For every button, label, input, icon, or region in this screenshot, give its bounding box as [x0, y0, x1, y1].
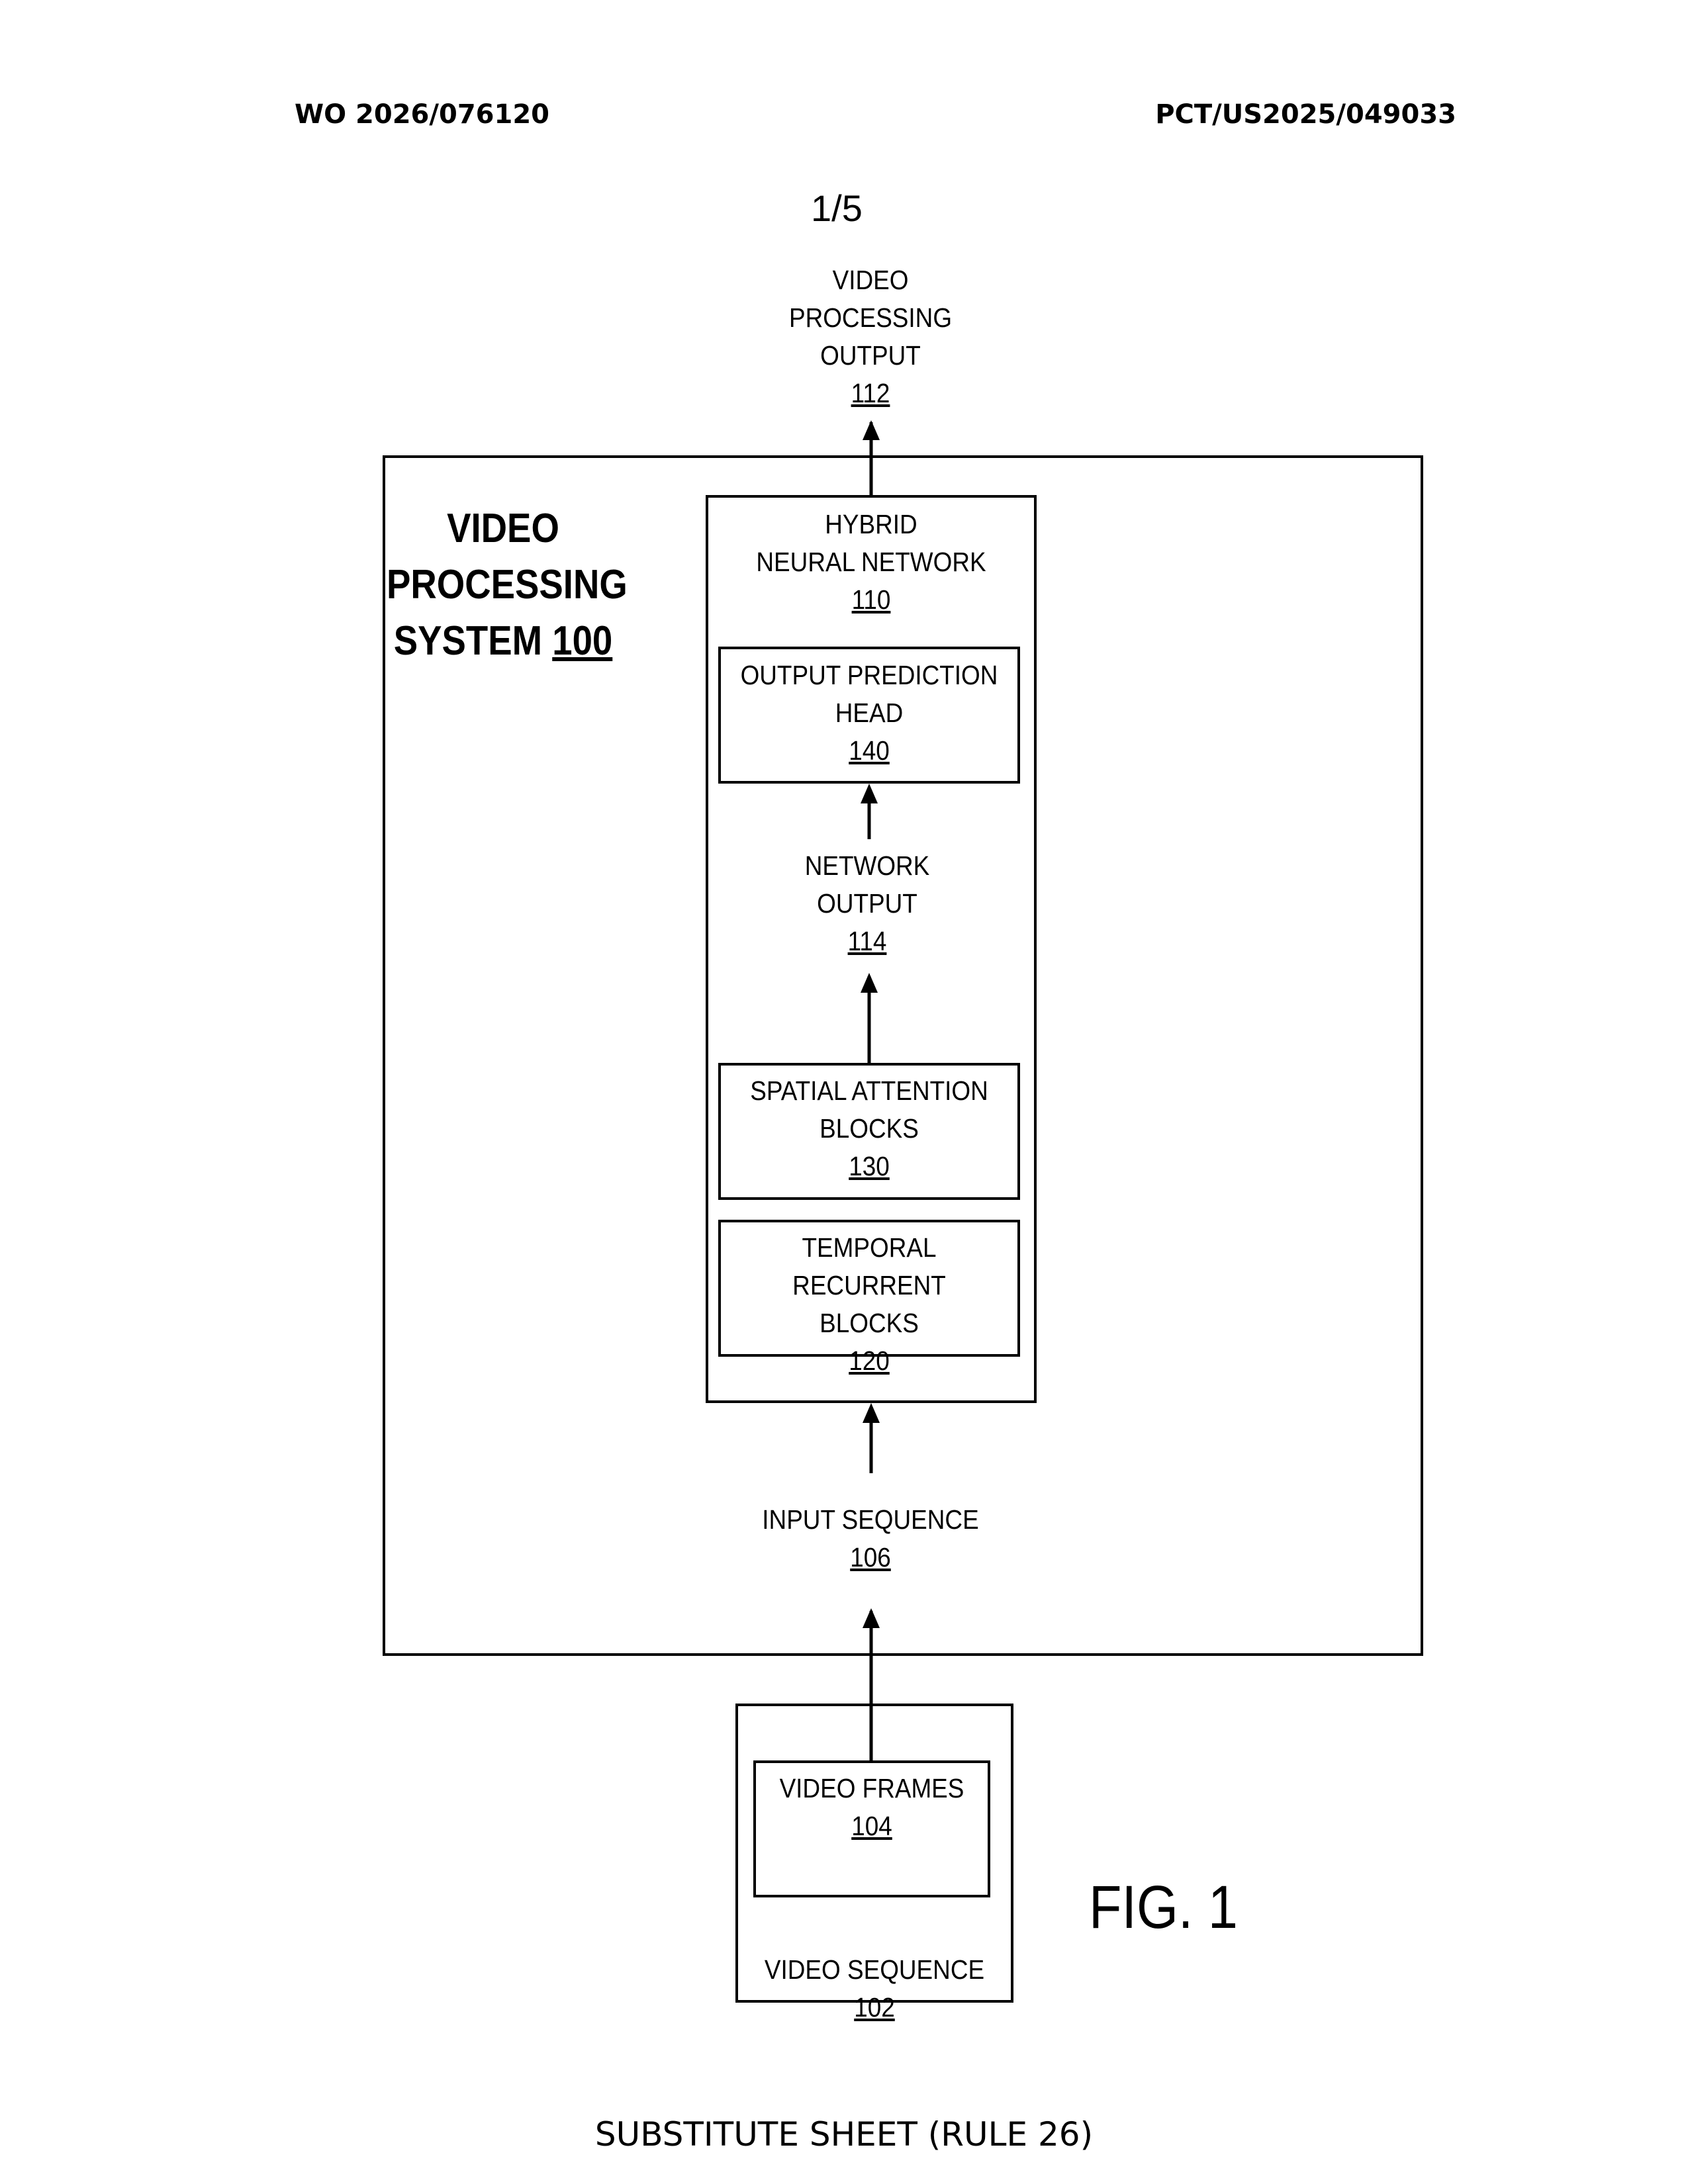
figure-label: FIG. 1: [1089, 1873, 1238, 1942]
footer-note: SUBSTITUTE SHEET (RULE 26): [0, 2115, 1688, 2154]
arrow-frames-to-input-head: [863, 1608, 880, 1628]
arrow-input-to-network-head: [863, 1403, 880, 1423]
arrow-spatial-to-network-output-head: [861, 973, 878, 993]
arrow-network-to-output-head: [863, 420, 880, 440]
arrow-network-output-to-head-head: [861, 784, 878, 803]
